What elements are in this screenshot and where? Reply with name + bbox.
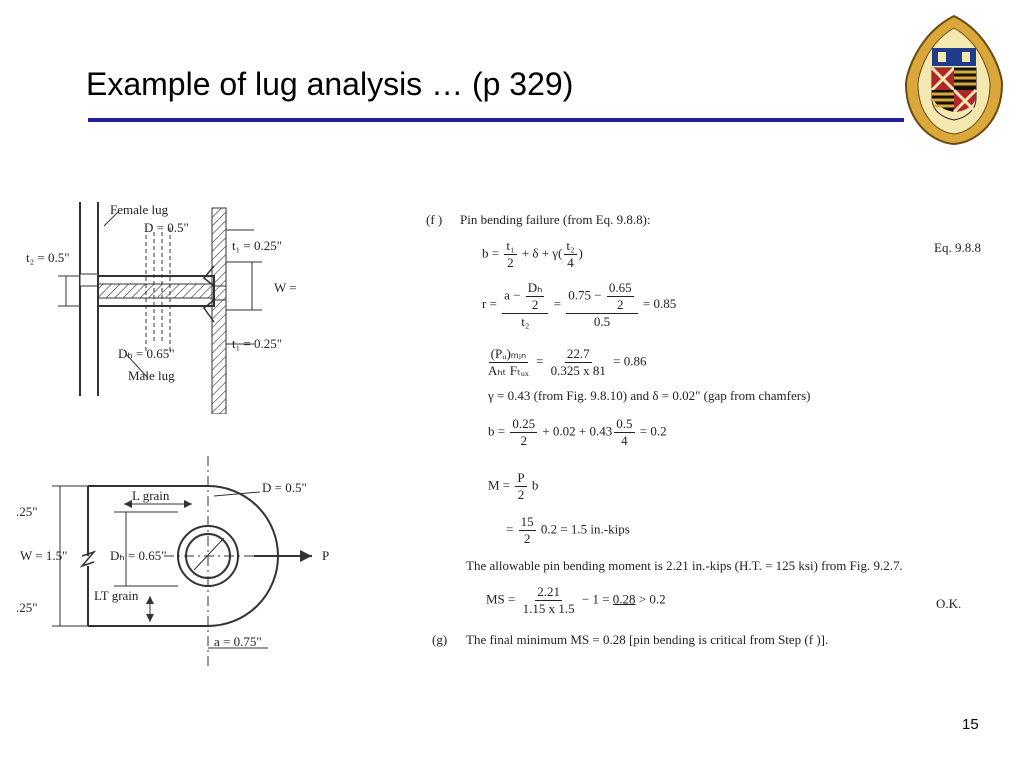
edge-top-label: .25"	[16, 504, 38, 519]
lt-grain-label: LT grain	[94, 588, 139, 603]
male-lug-label: Male lug	[128, 368, 175, 383]
step-g-text: The final minimum MS = 0.28 [pin bending…	[466, 632, 829, 647]
allowable-moment-text: The allowable pin bending moment is 2.21…	[466, 558, 903, 573]
width-label: W =	[274, 280, 297, 295]
t1-bottom-label: t₁ = 0.25"	[232, 336, 282, 351]
lug-width-label: W = 1.5"	[20, 548, 67, 563]
lug-assembly-diagram: Female lug D = 0.5" t₂ = 0.5" t₁ = 0.25"…	[26, 202, 297, 414]
title-underline	[88, 118, 904, 122]
bushing-diameter-label: Dₕ = 0.65"	[118, 346, 175, 361]
t2-label: t₂ = 0.5"	[26, 250, 70, 265]
slide-title: Example of lug analysis … (p 329)	[86, 66, 574, 102]
gamma-delta-line: γ = 0.43 (from Fig. 9.8.10) and δ = 0.02…	[488, 388, 811, 403]
lug-plan-diagram: L grain D = 0.5" .25" W = 1.5" Dₕ = 0.65…	[16, 456, 329, 670]
ok-text: O.K.	[936, 596, 962, 611]
l-grain-label: L grain	[132, 488, 170, 503]
step-f-label: (f )	[426, 212, 443, 227]
edge-distance-label: a = 0.75"	[214, 634, 262, 649]
slide-number: 15	[962, 716, 979, 733]
step-f-heading: Pin bending failure (from Eq. 9.8.8):	[460, 212, 651, 227]
plan-pin-diameter-label: D = 0.5"	[262, 480, 307, 495]
equation-reference: Eq. 9.8.8	[934, 240, 981, 255]
load-p-label: P	[322, 548, 329, 563]
university-seal-icon	[904, 14, 1004, 146]
step-g-label: (g)	[432, 632, 448, 647]
female-lug-label: Female lug	[110, 202, 169, 217]
pin-diameter-label: D = 0.5"	[144, 220, 189, 235]
plan-bushing-diameter-label: Dₕ = 0.65"	[110, 548, 167, 563]
edge-bottom-label: .25"	[16, 600, 38, 615]
t1-top-label: t₁ = 0.25"	[232, 238, 282, 253]
